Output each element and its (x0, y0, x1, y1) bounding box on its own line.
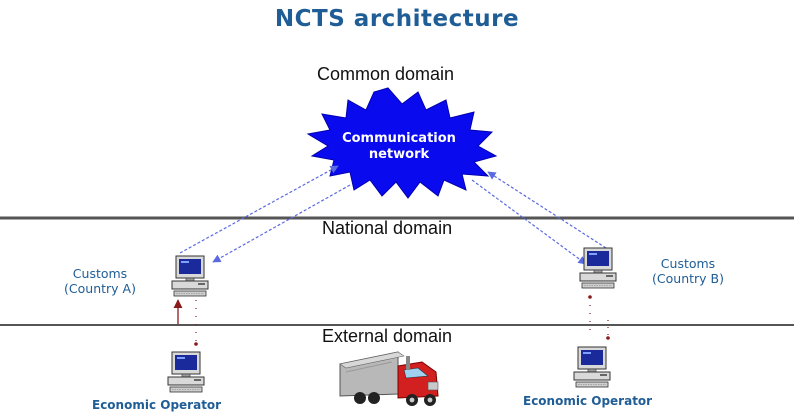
arrow-customs-a-to-network (179, 165, 339, 254)
economic-operator-a-computer-icon (167, 351, 205, 393)
external-domain-label: External domain (322, 326, 453, 346)
arrow-customs-b-to-network (487, 171, 607, 249)
page-title: NCTS architecture (274, 6, 520, 32)
truck-icon (339, 351, 439, 406)
customs-b-label-line1: Customs (660, 256, 716, 271)
customs-a-label: Customs (Country A) (52, 266, 148, 296)
customs-a-computer-icon (171, 255, 209, 297)
arrow-network-to-customs-b (471, 179, 587, 265)
arrow-network-to-customs-a (212, 184, 351, 263)
common-domain-label: Common domain (317, 64, 455, 84)
customs-a-label-line1: Customs (72, 266, 128, 281)
customs-b-label-line2: (Country B) (652, 271, 724, 286)
customs-a-label-line2: (Country A) (64, 281, 136, 296)
national-domain-label: National domain (322, 218, 453, 238)
link-dot-b1 (588, 295, 592, 299)
network-label-line1: Communication (342, 131, 456, 146)
customs-b-computer-icon (579, 247, 617, 289)
link-dot-b2 (606, 336, 610, 340)
communication-network-cloud: Communication network (306, 87, 498, 199)
customs-b-label: Customs (Country B) (638, 256, 738, 286)
economic-operator-b-computer-icon (573, 346, 611, 388)
link-dot-a (194, 342, 198, 346)
economic-operator-b-label: Economic Operator (523, 394, 653, 408)
economic-operator-a-label: Economic Operator (92, 398, 222, 412)
network-label-line2: network (369, 147, 430, 162)
